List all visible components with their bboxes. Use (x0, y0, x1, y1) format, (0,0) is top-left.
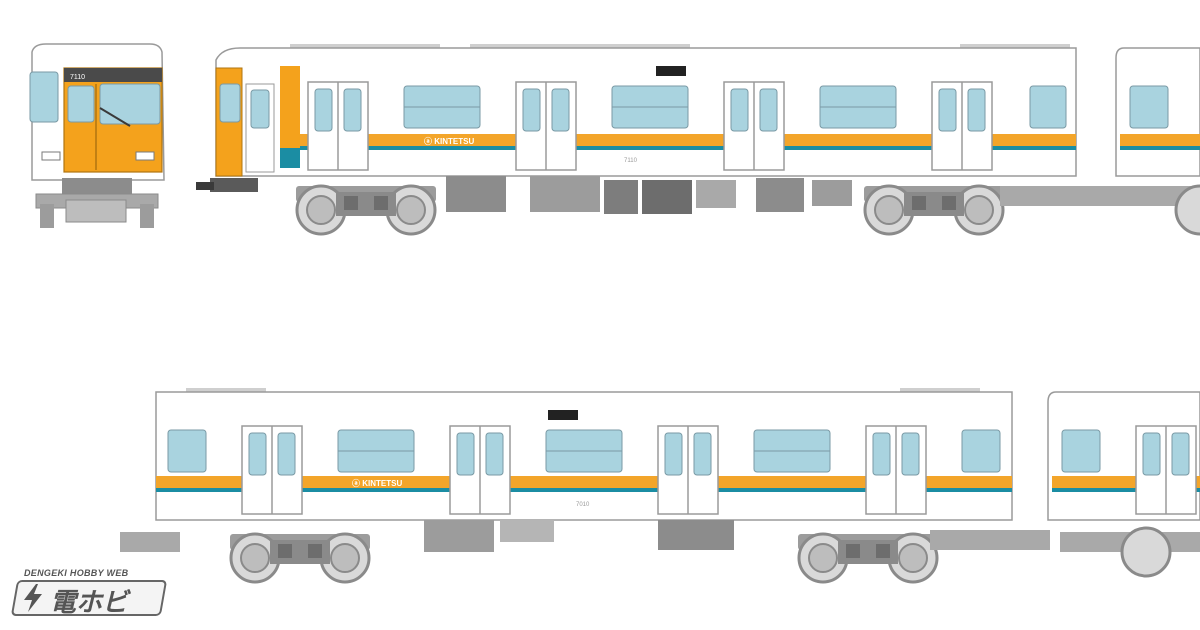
watermark-top-line: DENGEKI HOBBY WEB (24, 568, 129, 578)
front-car-number: 7110 (70, 74, 85, 81)
lower-car-side: ⓐ KINTETSU 7010 (120, 388, 1050, 584)
upper-livery-logo: ⓐ KINTETSU (424, 136, 474, 146)
lower-next-car-partial (1047, 391, 1200, 578)
watermark-logo: DENGEKI HOBBY WEB 電ホビ (10, 568, 168, 620)
watermark-main: 電ホビ (50, 588, 129, 618)
front-cab-view: 7110 (29, 43, 165, 228)
upper-car-number: 7110 (624, 158, 638, 164)
upper-car-side: ⓐ KINTETSU 7110 (196, 44, 1100, 236)
lower-car-number: 7010 (576, 502, 590, 508)
lightning-icon (24, 584, 42, 612)
upper-next-car-partial (1100, 47, 1200, 236)
lower-livery-logo: ⓐ KINTETSU (352, 478, 402, 488)
